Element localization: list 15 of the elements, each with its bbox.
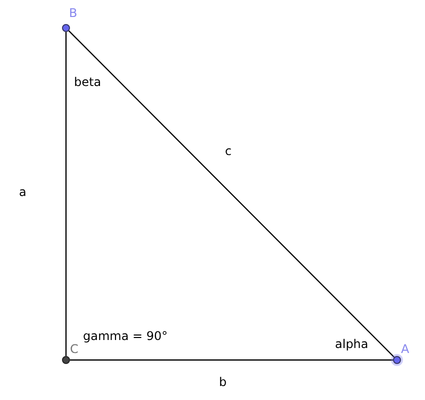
point-marker <box>62 24 70 32</box>
point-label: C <box>70 342 78 356</box>
point-marker <box>62 356 70 364</box>
angle-label: gamma = 90° <box>83 329 168 343</box>
point-label: B <box>69 6 78 20</box>
angle-label: alpha <box>335 337 368 351</box>
side-label: b <box>219 375 227 389</box>
side-label: c <box>225 144 232 158</box>
point-label: A <box>401 342 410 356</box>
side-label: a <box>19 185 26 199</box>
point-marker <box>393 356 401 364</box>
triangle-side <box>65 32 67 356</box>
triangle-side <box>70 359 393 361</box>
triangle-side <box>68 30 395 358</box>
angle-label: beta <box>74 75 102 89</box>
